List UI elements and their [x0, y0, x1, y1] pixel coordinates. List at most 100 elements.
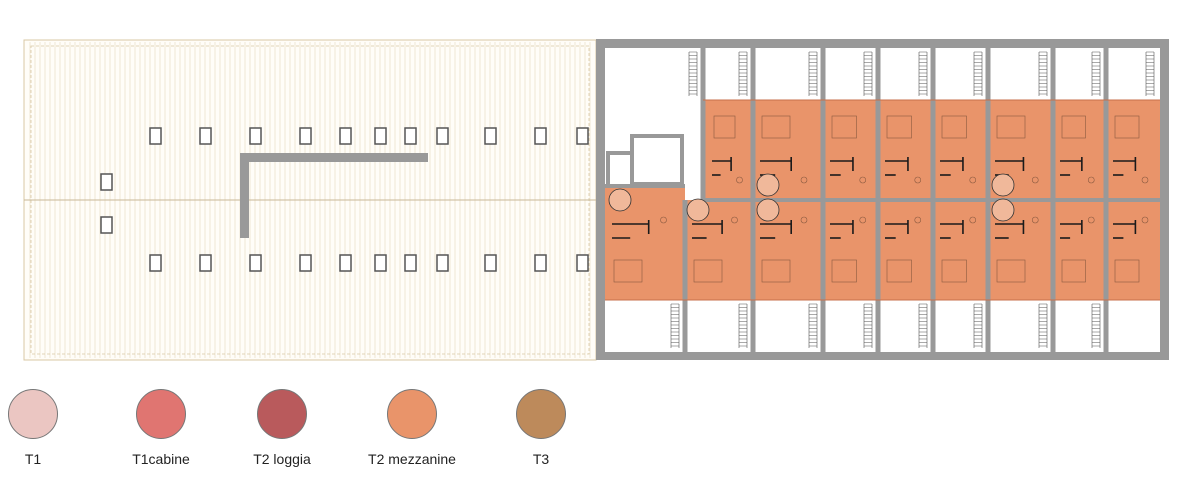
shower	[756, 173, 780, 197]
roof-window	[149, 254, 162, 272]
roof-window	[249, 254, 262, 272]
legend-label: T2 mezzanine	[368, 451, 456, 467]
bed	[941, 259, 967, 283]
kitchen-counter	[830, 157, 854, 171]
kitchen-counter	[885, 157, 909, 171]
stair	[918, 51, 928, 96]
shower	[991, 173, 1015, 197]
unit-fill-lower	[685, 200, 1160, 300]
bed	[831, 115, 857, 139]
kitchen-counter	[940, 157, 964, 171]
parapet-wall	[240, 153, 249, 238]
sink	[660, 216, 667, 224]
kitchen-counter	[612, 220, 650, 234]
party-wall	[1103, 200, 1109, 352]
sink	[969, 176, 977, 184]
legend-swatch	[8, 389, 58, 439]
roof-window	[339, 254, 352, 272]
bed	[1061, 259, 1086, 283]
party-wall	[1103, 48, 1109, 200]
bed	[1061, 115, 1086, 139]
sink	[1031, 216, 1039, 224]
sink	[969, 216, 977, 224]
light-well	[630, 134, 684, 186]
stair	[973, 303, 983, 348]
party-wall	[985, 48, 991, 200]
legend-item: T1	[0, 389, 88, 467]
roof-window	[534, 127, 547, 145]
sink	[859, 216, 867, 224]
party-wall	[682, 200, 688, 352]
stair	[1091, 303, 1101, 348]
roof-window	[576, 254, 589, 272]
roof-window	[199, 254, 212, 272]
shower	[608, 188, 632, 212]
legend-item: T3	[486, 389, 596, 467]
legend-item: T2 loggia	[227, 389, 337, 467]
roof-window	[149, 127, 162, 145]
roof-window	[436, 254, 449, 272]
party-wall	[930, 200, 936, 352]
sink	[1031, 176, 1039, 184]
party-wall	[1050, 200, 1056, 352]
sink	[800, 176, 808, 184]
parapet-wall	[240, 153, 428, 162]
sink	[731, 216, 738, 224]
sink	[1087, 176, 1095, 184]
party-wall	[930, 48, 936, 200]
stair	[670, 303, 680, 348]
stair	[738, 303, 748, 348]
roof-plan	[23, 39, 597, 361]
roof-window	[404, 127, 417, 145]
bed	[1114, 115, 1140, 139]
roof-window	[484, 254, 497, 272]
kitchen-counter	[1113, 157, 1137, 171]
roof-window	[404, 254, 417, 272]
partition-wall	[605, 184, 685, 188]
bed	[886, 259, 912, 283]
kitchen-counter	[830, 220, 854, 234]
party-wall	[985, 200, 991, 352]
stair	[808, 303, 818, 348]
kitchen-counter	[760, 220, 792, 234]
roof-window	[299, 127, 312, 145]
bed	[886, 115, 912, 139]
legend-label: T1	[24, 451, 42, 467]
sink	[859, 176, 867, 184]
party-wall	[750, 200, 756, 352]
party-wall	[700, 48, 706, 200]
stair-well	[606, 151, 634, 188]
sink	[1141, 216, 1149, 224]
stair	[688, 51, 698, 96]
party-wall	[875, 200, 881, 352]
stair	[1145, 51, 1155, 96]
stair	[863, 303, 873, 348]
floor-plan	[23, 39, 1169, 361]
bed	[761, 259, 791, 283]
shower	[686, 198, 710, 222]
roof-window	[534, 254, 547, 272]
legend-label: T1cabine	[132, 451, 190, 467]
roof-window	[299, 254, 312, 272]
kitchen-counter	[1113, 220, 1137, 234]
stair	[1038, 51, 1048, 96]
stair	[973, 51, 983, 96]
bed	[693, 259, 723, 283]
kitchen-counter	[760, 157, 792, 171]
corridor-wall	[703, 198, 1160, 202]
party-wall	[750, 48, 756, 200]
legend-item: T1cabine	[106, 389, 216, 467]
bed	[996, 259, 1026, 283]
roof-window	[249, 127, 262, 145]
shower	[991, 198, 1015, 222]
kitchen-counter	[940, 220, 964, 234]
stair	[738, 51, 748, 96]
bed	[761, 115, 791, 139]
roof-window	[199, 127, 212, 145]
sink	[914, 176, 922, 184]
legend-label: T2 loggia	[253, 451, 311, 467]
kitchen-counter	[712, 157, 732, 171]
kitchen-counter	[1060, 157, 1083, 171]
sink	[1141, 176, 1149, 184]
bed	[1114, 259, 1140, 283]
